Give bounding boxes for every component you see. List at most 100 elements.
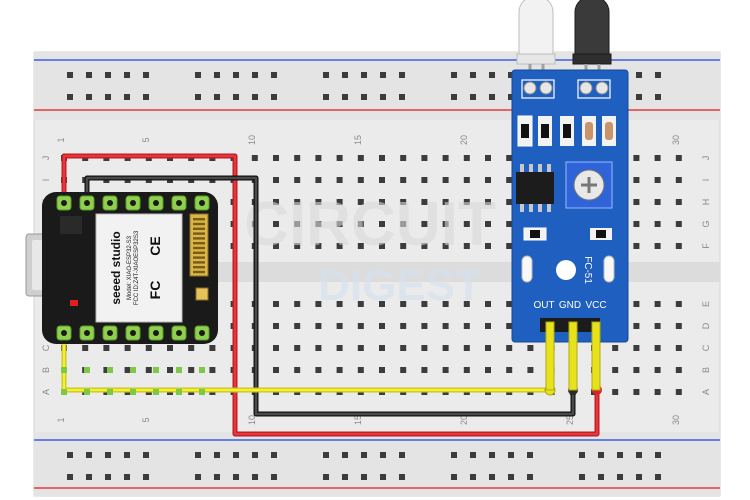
rail-hole — [636, 452, 642, 458]
row-label: C — [41, 344, 51, 351]
rail-hole — [508, 474, 514, 480]
xiao-fcc-id: FCC ID:Z4T-XIAOESP32S3 — [134, 230, 140, 305]
xiao-ce-mark: CE — [147, 236, 163, 255]
rail-hole — [527, 452, 533, 458]
breadboard-hole — [251, 155, 258, 161]
rail-hole — [380, 94, 386, 100]
column-label: 20 — [459, 135, 469, 145]
column-label: 15 — [353, 415, 363, 425]
connected-hole — [107, 367, 113, 373]
column-label: 30 — [671, 135, 681, 145]
breadboard-hole — [463, 301, 470, 307]
module-name-label: FC-51 — [582, 256, 593, 284]
rail-hole — [508, 452, 514, 458]
rail-hole — [451, 72, 457, 78]
breadboard-hole — [294, 367, 301, 373]
breadboard-hole — [400, 367, 407, 373]
rail-hole — [271, 474, 277, 480]
breadboard-hole — [273, 367, 279, 373]
breadboard-hole — [506, 221, 513, 227]
svg-text:FC: FC — [147, 281, 163, 300]
rail-hole — [233, 452, 239, 458]
rail-hole — [323, 474, 329, 480]
connected-hole — [199, 367, 205, 373]
breadboard-hole — [463, 199, 470, 205]
watermark-line1: CIRCUIT — [244, 190, 496, 259]
breadboard-hole — [294, 155, 301, 161]
breadboard-hole — [675, 367, 682, 373]
breadboard-hole — [654, 199, 661, 205]
rail-hole — [342, 94, 348, 100]
breadboard-hole — [294, 221, 301, 227]
row-label: B — [701, 367, 711, 373]
breadboard-hole — [336, 155, 343, 161]
emitter-pad-1 — [523, 81, 537, 95]
breadboard-hole — [442, 155, 449, 161]
breadboard-hole — [675, 243, 682, 249]
svg-text:CE: CE — [147, 236, 163, 255]
breadboard-hole — [400, 199, 407, 205]
rail-hole — [214, 474, 220, 480]
breadboard-hole — [442, 243, 449, 249]
rail-hole — [451, 94, 457, 100]
watermark-line2: DIGEST — [318, 261, 482, 310]
xiao-esp32s3-board: seeed studio Model: XIAO-ESP32-S3 FCC ID… — [25, 192, 218, 395]
breadboard-hole — [379, 155, 385, 161]
breadboard-hole — [188, 367, 195, 373]
rail-hole — [252, 94, 258, 100]
breadboard-hole — [675, 389, 682, 395]
power-led — [70, 300, 78, 306]
row-label: A — [701, 389, 711, 395]
breadboard-hole — [400, 323, 407, 329]
breadboard-hole — [463, 323, 470, 329]
breadboard-hole — [294, 301, 301, 307]
rail-hole — [342, 72, 348, 78]
breadboard-hole — [654, 323, 661, 329]
rail-hole — [399, 94, 405, 100]
breadboard-hole — [654, 177, 661, 183]
breadboard-hole — [400, 301, 407, 307]
breadboard-hole — [336, 345, 343, 351]
rail-hole — [527, 474, 533, 480]
breadboard-hole — [485, 199, 491, 205]
column-label: 15 — [353, 135, 363, 145]
breadboard-hole — [357, 367, 364, 373]
rail-hole — [489, 72, 495, 78]
breadboard-hole — [654, 243, 661, 249]
connected-hole — [130, 389, 136, 395]
breadboard-hole — [379, 243, 385, 249]
rail-hole — [636, 72, 642, 78]
emitter-led-body — [518, 0, 554, 55]
rail-hole — [214, 452, 220, 458]
status-led-right — [603, 255, 615, 283]
row-label: J — [701, 156, 711, 161]
connected-hole — [61, 389, 67, 395]
breadboard-hole — [188, 345, 195, 351]
rail-hole — [323, 72, 329, 78]
breadboard-hole — [675, 177, 682, 183]
breadboard-hole — [506, 243, 513, 249]
connected-hole — [176, 389, 182, 395]
rail-hole — [67, 94, 73, 100]
breadboard-hole — [506, 301, 513, 307]
column-label: 5 — [141, 137, 151, 142]
breadboard-hole — [400, 345, 407, 351]
breadboard-hole — [485, 177, 491, 183]
breadboard-hole — [633, 177, 640, 183]
gnd-wire-highlight — [85, 176, 575, 416]
breadboard-hole — [145, 367, 152, 373]
rail-hole — [67, 452, 73, 458]
breadboard-hole — [400, 243, 407, 249]
column-label: 1 — [56, 137, 66, 142]
rail-hole — [489, 452, 495, 458]
breadboard-hole — [463, 367, 470, 373]
breadboard-hole — [633, 367, 640, 373]
breadboard-hole — [336, 243, 343, 249]
connected-hole — [107, 389, 113, 395]
breadboard-hole — [506, 155, 513, 161]
rail-hole — [598, 474, 604, 480]
breadboard-hole — [273, 199, 279, 205]
connected-hole — [84, 367, 90, 373]
xiao-pin-pads — [56, 195, 210, 395]
connected-hole — [176, 367, 182, 373]
